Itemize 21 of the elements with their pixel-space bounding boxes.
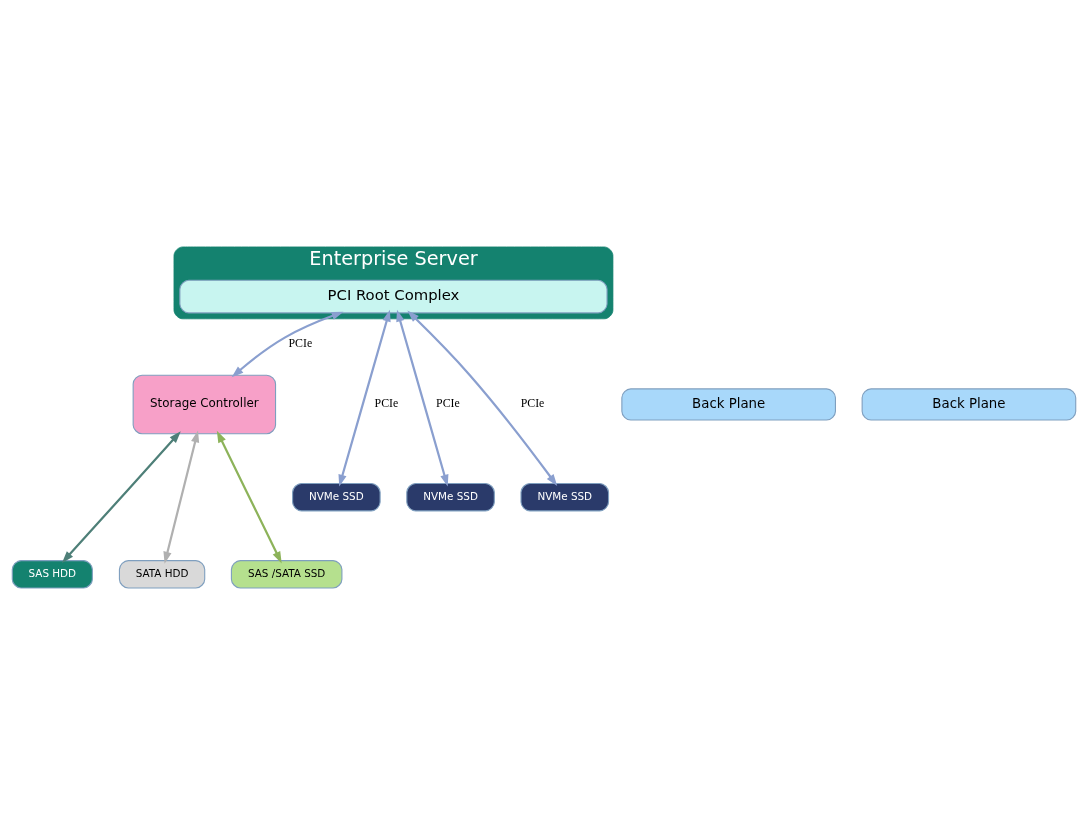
arrow [61, 431, 181, 563]
node-box: Back Plane [861, 388, 1077, 421]
arrow [216, 430, 282, 564]
arrow [231, 311, 344, 378]
arrow [338, 309, 391, 487]
node-box: SATA HDD [118, 560, 206, 589]
node-box: SAS HDD [11, 560, 93, 589]
edge-label: PCIe [520, 396, 545, 411]
node-box: NVMe SSD [520, 482, 610, 512]
node-box: NVMe SSD [292, 482, 381, 512]
node-box: Storage Controller [132, 374, 277, 435]
node-box: NVMe SSD [406, 482, 495, 512]
edge-label: PCIe [374, 396, 399, 411]
arrow [396, 309, 449, 487]
node-box: PCI Root Complex [179, 279, 608, 314]
arrow [163, 430, 200, 564]
arrow [407, 310, 558, 487]
edge-label: PCIe [288, 335, 313, 350]
node-box: SAS /SATA SSD [230, 560, 343, 589]
edge-label: PCIe [436, 396, 460, 411]
node-box: Back Plane [621, 388, 836, 421]
